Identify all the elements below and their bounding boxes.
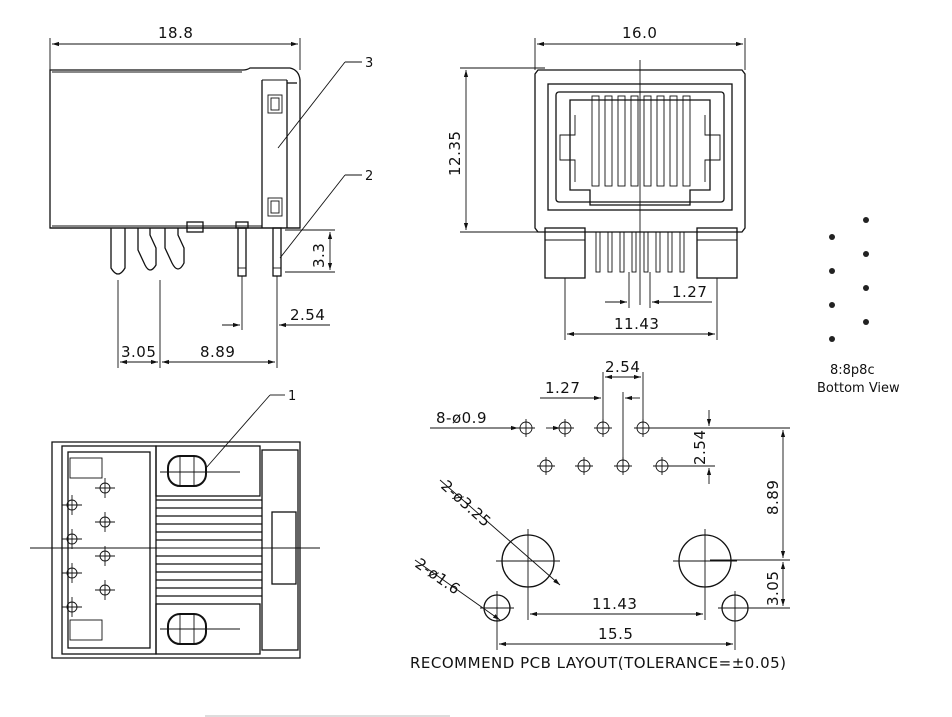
pin-view-title: 8:8p8c — [830, 363, 875, 378]
pcb-dim-3-05: 3.05 — [764, 571, 782, 606]
front-width-dim: 16.0 — [622, 24, 657, 42]
side-pin-length-dim: 3.3 — [310, 243, 328, 268]
front-height-dim: 12.35 — [446, 131, 464, 176]
pcb-small-holes — [517, 419, 671, 475]
callout-1: 1 — [288, 389, 296, 404]
top-view-holes — [62, 478, 115, 617]
side-pitch-dim: 2.54 — [290, 306, 325, 324]
side-view: 18.8 3.3 2.54 — [49, 24, 373, 368]
side-span-dim: 8.89 — [200, 343, 235, 361]
pcb-mid-hole-label: 2-ø1.6 — [412, 555, 464, 599]
pcb-caption: RECOMMEND PCB LAYOUT(TOLERANCE=±0.05) — [410, 654, 787, 672]
pin-view-subtitle: Bottom View — [817, 381, 900, 396]
pcb-pitch-1-27: 1.27 — [545, 379, 580, 397]
side-width-dim: 18.8 — [158, 24, 193, 42]
front-contacts — [591, 95, 691, 187]
side-offset-dim: 3.05 — [121, 343, 156, 361]
front-pins — [595, 231, 685, 273]
pcb-dim-8-89: 8.89 — [764, 480, 782, 515]
callout-3: 3 — [365, 56, 373, 71]
top-view-ribs — [156, 499, 262, 597]
front-view: 16.0 12.35 — [446, 24, 746, 340]
front-pitch-dim: 1.27 — [672, 283, 707, 301]
pcb-layout: 2.54 1.27 8-ø0.9 2.54 8.89 3. — [410, 358, 790, 672]
pcb-dim-11-43: 11.43 — [592, 595, 637, 613]
pcb-pitch-2-54-top: 2.54 — [605, 358, 640, 376]
callout-2: 2 — [365, 169, 373, 184]
bottom-pin-view: 8:8p8c Bottom View — [817, 217, 900, 396]
pcb-small-hole-label: 8-ø0.9 — [436, 409, 487, 427]
pcb-dim-15-5: 15.5 — [598, 625, 633, 643]
pcb-large-hole-label: 2-ø3.25 — [437, 477, 494, 531]
front-span-dim: 11.43 — [614, 315, 659, 333]
pcb-pitch-2-54-side: 2.54 — [691, 430, 709, 465]
top-view: 1 — [30, 389, 320, 659]
